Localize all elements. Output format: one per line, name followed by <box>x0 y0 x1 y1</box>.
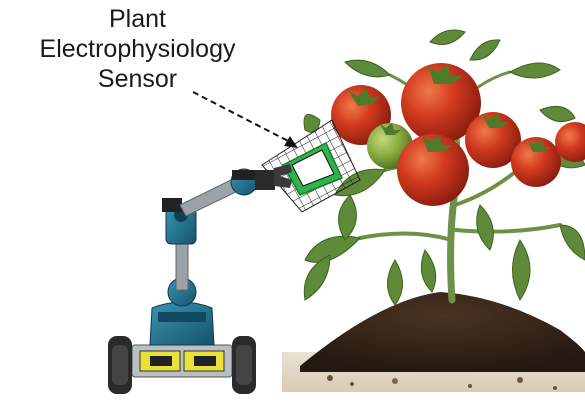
tomato <box>397 134 469 206</box>
tomato <box>555 122 585 162</box>
robot-wrist <box>255 170 275 190</box>
sensor-label: Plant Electrophysiology Sensor <box>15 4 260 94</box>
robot <box>108 164 292 394</box>
label-line-3: Sensor <box>97 65 178 93</box>
sensor-patch <box>261 119 361 213</box>
robot-turret <box>149 301 215 346</box>
tomato <box>511 137 561 187</box>
ground <box>282 292 585 392</box>
plant-leaves <box>303 29 585 306</box>
label-line-2: Electrophysiology <box>39 35 236 63</box>
tomato <box>401 63 481 143</box>
label-arrow <box>192 91 298 148</box>
robot-gripper <box>274 164 292 188</box>
tomato <box>465 112 521 168</box>
tomatoes <box>331 63 585 206</box>
label-line-1: Plant <box>109 5 166 33</box>
